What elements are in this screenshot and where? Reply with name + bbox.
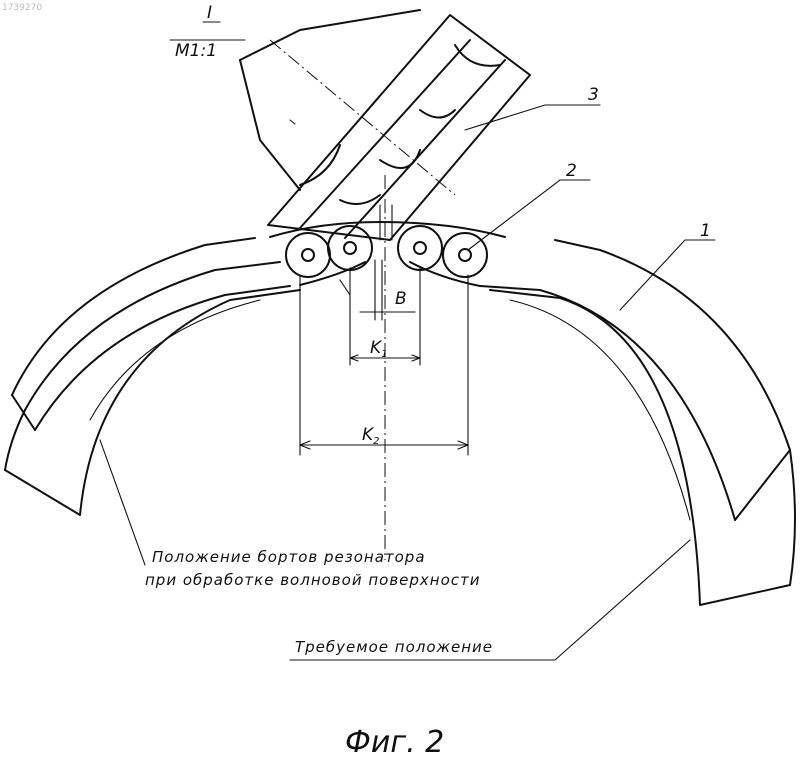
ref-label-3: 3 <box>588 85 599 105</box>
figure-label: Фиг. 2 <box>345 725 444 760</box>
note-required-position: Требуемое положение <box>295 638 493 656</box>
leader-lines <box>100 40 715 660</box>
ref-label-1: 1 <box>700 221 711 241</box>
roller-left-outer <box>286 233 330 277</box>
roller-right-outer <box>443 233 487 277</box>
corner-mark: 1739270 <box>2 3 42 13</box>
dim-label-k2: K2 <box>362 425 380 447</box>
roller-right-inner <box>398 226 442 270</box>
note-machining-line1: Положение бортов резонатора <box>152 548 426 566</box>
dim-label-b: B <box>395 289 407 309</box>
dim-label-k1: K1 <box>370 338 388 360</box>
detail-scale: M1:1 <box>175 41 217 61</box>
detail-numeral: I <box>207 3 212 23</box>
ref-label-2: 2 <box>566 161 577 181</box>
note-machining-line2: при обработке волновой поверхности <box>145 571 481 589</box>
roller-group <box>286 226 487 277</box>
